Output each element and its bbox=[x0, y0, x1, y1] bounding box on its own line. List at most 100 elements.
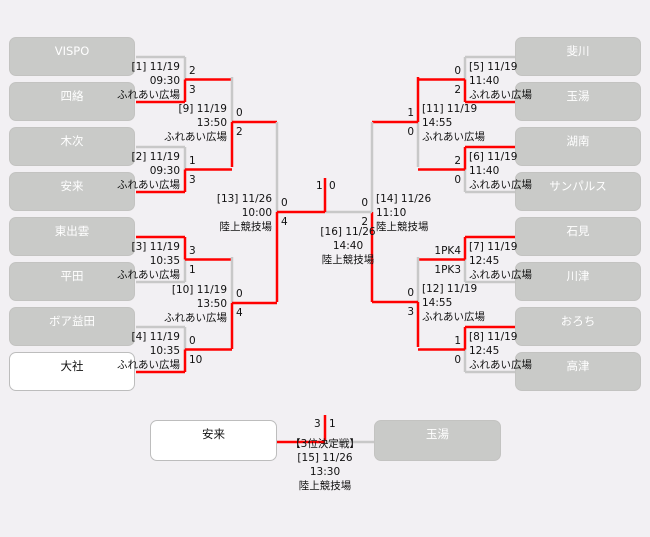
match-info-line: 09:30 bbox=[149, 164, 180, 177]
score: 0 bbox=[329, 180, 336, 192]
team-box[interactable]: 平田 bbox=[9, 262, 135, 301]
match-info-line: ふれあい広場 bbox=[117, 178, 180, 191]
team-box[interactable]: VISPO bbox=[9, 37, 135, 76]
match-info-line: 12:45 bbox=[469, 254, 500, 267]
match-info-line: [5] 11/19 bbox=[469, 60, 518, 73]
match-info[interactable]: [13] 11/26 10:00 陸上競技場 bbox=[217, 192, 272, 234]
team-box[interactable]: 東出雲 bbox=[9, 217, 135, 256]
team-box[interactable]: 斐川 bbox=[515, 37, 641, 76]
match-info-line: [6] 11/19 bbox=[469, 150, 518, 163]
match-info-line: 10:35 bbox=[149, 254, 180, 267]
match-info-line: 陸上競技場 bbox=[376, 221, 429, 233]
match-info-line: [9] 11/19 bbox=[178, 103, 227, 115]
score: 2 bbox=[236, 126, 243, 138]
score: 0 bbox=[454, 64, 461, 77]
score: 1 bbox=[189, 263, 196, 276]
match-info-line: [1] 11/19 bbox=[131, 60, 180, 73]
match-info-line: 10:00 bbox=[241, 207, 272, 219]
match-info-line: [7] 11/19 bbox=[469, 240, 518, 253]
match-info-line: ふれあい広場 bbox=[117, 268, 180, 281]
match-info-line: ふれあい広場 bbox=[469, 268, 532, 281]
score: 10 bbox=[189, 353, 203, 366]
team-box[interactable]: ボア益田 bbox=[9, 307, 135, 346]
score: 0 bbox=[407, 287, 414, 299]
match-info-line: 10:35 bbox=[149, 344, 180, 357]
match-info-line: [10] 11/19 bbox=[171, 284, 227, 296]
match-info-line: 09:30 bbox=[149, 74, 180, 87]
match-info-line: 11:40 bbox=[469, 164, 500, 177]
team-box[interactable]: 大社 bbox=[9, 352, 135, 391]
match-info-line: [15] 11/26 bbox=[297, 452, 353, 464]
team-box[interactable]: 石見 bbox=[515, 217, 641, 256]
score: 1 bbox=[316, 180, 323, 192]
score: 0 bbox=[236, 288, 243, 300]
match-info-line: [2] 11/19 bbox=[131, 150, 180, 163]
match-info-line: ふれあい広場 bbox=[469, 358, 532, 371]
third-place-team-left[interactable]: 安来 bbox=[150, 420, 277, 461]
match-info-line: ふれあい広場 bbox=[164, 312, 227, 324]
team-box[interactable]: おろち bbox=[515, 307, 641, 346]
match-info-line: 11:40 bbox=[469, 74, 500, 87]
score: 1 bbox=[189, 154, 196, 167]
match-info-line: [16] 11/26 bbox=[320, 226, 376, 238]
match-info-line: [13] 11/26 bbox=[216, 193, 272, 205]
match-info-line: [3] 11/19 bbox=[131, 240, 180, 253]
match-info-line: 13:30 bbox=[309, 466, 341, 478]
score: 0 bbox=[281, 197, 288, 209]
score: 2 bbox=[454, 83, 461, 96]
score: 3 bbox=[189, 244, 196, 257]
match-info-line: 14:55 bbox=[422, 117, 453, 129]
team-box[interactable]: 高津 bbox=[515, 352, 641, 391]
match-info-line: 陸上競技場 bbox=[321, 254, 375, 266]
match-info-line: ふれあい広場 bbox=[117, 358, 180, 371]
match-info-line: [4] 11/19 bbox=[131, 330, 180, 343]
team-box[interactable]: 安来 bbox=[9, 172, 135, 211]
score: 3 bbox=[314, 418, 321, 430]
score: 3 bbox=[189, 83, 196, 96]
score: 2 bbox=[454, 154, 461, 167]
match-info-line: [8] 11/19 bbox=[469, 330, 518, 343]
match-info-line: ふれあい広場 bbox=[117, 88, 180, 101]
team-box[interactable]: 木次 bbox=[9, 127, 135, 166]
score: 2 bbox=[189, 64, 196, 77]
team-box[interactable]: 川津 bbox=[515, 262, 641, 301]
score: 1PK4 bbox=[434, 244, 461, 257]
team-box[interactable]: 湖南 bbox=[515, 127, 641, 166]
match-info-line: 11:10 bbox=[376, 207, 407, 219]
match-info-line: ふれあい広場 bbox=[469, 88, 532, 101]
score: 4 bbox=[236, 307, 243, 319]
score: 0 bbox=[361, 197, 368, 209]
third-place-team-right[interactable]: 玉湯 bbox=[374, 420, 501, 461]
match-info[interactable]: [10] 11/19 13:50 ふれあい広場 bbox=[164, 283, 227, 325]
team-box[interactable]: サンパルス bbox=[515, 172, 641, 211]
match-info-line: 陸上競技場 bbox=[219, 221, 273, 233]
match-info-line: 12:45 bbox=[469, 344, 500, 357]
score: 2 bbox=[361, 216, 368, 228]
team-box[interactable]: 玉湯 bbox=[515, 82, 641, 121]
score: 3 bbox=[189, 173, 196, 186]
score: 0 bbox=[236, 107, 243, 119]
score: 1 bbox=[329, 418, 336, 430]
team-box[interactable]: 四絡 bbox=[9, 82, 135, 121]
score: 3 bbox=[407, 306, 414, 318]
match-info-line: [11] 11/19 bbox=[422, 103, 478, 115]
match-info-line: ふれあい広場 bbox=[469, 178, 532, 191]
match-info-line: 13:50 bbox=[196, 298, 227, 310]
match-info-line: [12] 11/19 bbox=[422, 283, 478, 295]
match-info-line: ふれあい広場 bbox=[422, 311, 485, 323]
